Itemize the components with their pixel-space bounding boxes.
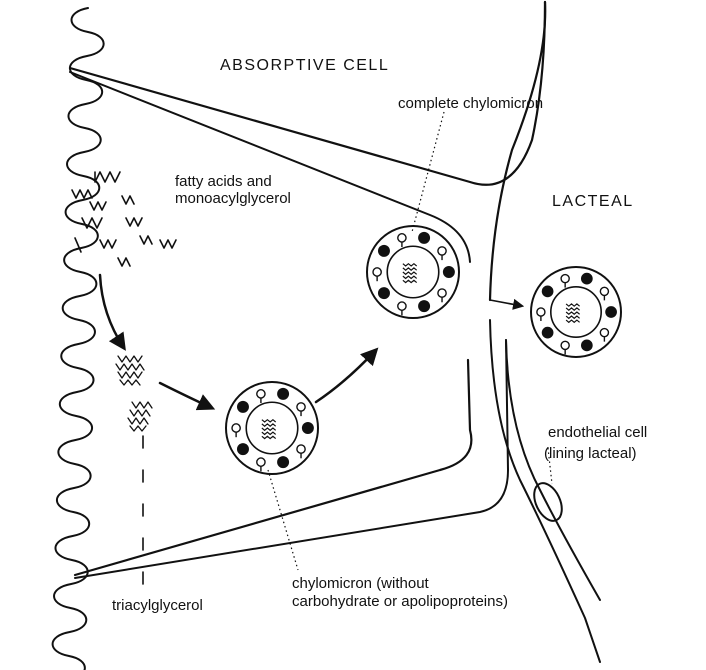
phospholipid-head <box>600 329 608 337</box>
apolipoprotein <box>237 443 249 455</box>
apolipoprotein <box>277 388 289 400</box>
apolipoprotein <box>277 456 289 468</box>
leader-line-chylomicron <box>268 470 298 570</box>
core-lipid-mark <box>403 268 417 270</box>
arrow-chylomicron-to-complete-chylomicron <box>316 350 376 402</box>
apolipoprotein <box>581 340 593 352</box>
chylomicron-without-apoproteins <box>226 382 318 474</box>
absorptive-cell-upper-membrane <box>70 2 545 185</box>
core-lipid-mark <box>566 304 580 306</box>
phospholipid-head <box>600 287 608 295</box>
arrow-fatty-acids-to-triacylglycerol <box>100 275 124 348</box>
phospholipid-head <box>232 424 240 432</box>
phospholipid-head <box>537 308 545 316</box>
phospholipid-head <box>438 247 446 255</box>
core-lipid-mark <box>566 316 580 318</box>
core-lipid-mark <box>262 428 276 430</box>
arrow-triacylglycerol-to-chylomicron <box>160 383 212 408</box>
core-lipid-mark <box>262 436 276 438</box>
apolipoprotein <box>605 306 617 318</box>
triacylglycerol-droplet-1 <box>116 356 144 385</box>
phospholipid-head <box>561 275 569 283</box>
phospholipid-head <box>373 268 381 276</box>
lacteal-wall-left <box>490 2 545 300</box>
phospholipid-head <box>561 341 569 349</box>
label-lining-lacteal: (lining lacteal) <box>544 445 637 462</box>
endothelial-cell <box>529 479 568 525</box>
core-lipid-mark <box>403 272 417 274</box>
fatty-acid-molecules <box>72 172 176 266</box>
label-complete-chylomicron: complete chylomicron <box>398 95 543 112</box>
phospholipid-head <box>297 445 305 453</box>
apolipoprotein <box>418 232 430 244</box>
core-lipid-mark <box>262 432 276 434</box>
label-lacteal: LACTEAL <box>552 193 634 210</box>
apolipoprotein <box>443 266 455 278</box>
core-lipid-mark <box>566 308 580 310</box>
apolipoprotein <box>378 287 390 299</box>
label-endothelial-cell: endothelial cell <box>548 424 647 441</box>
phospholipid-head <box>398 302 406 310</box>
title-absorptive-cell: ABSORPTIVE CELL <box>220 57 389 74</box>
chylomicron-in-lacteal <box>531 267 621 357</box>
triacylglycerol-droplet-2 <box>128 402 152 431</box>
complete-chylomicron-in-cell <box>367 226 459 318</box>
core-lipid-mark <box>566 312 580 314</box>
arrow-exocytosis-to-lacteal <box>490 300 522 306</box>
apolipoprotein <box>542 286 554 298</box>
apolipoprotein <box>237 401 249 413</box>
core-lipid-mark <box>566 320 580 322</box>
core-lipid-mark <box>403 280 417 282</box>
phospholipid-head <box>438 289 446 297</box>
label-chylomicron-detail: carbohydrate or apolipoproteins) <box>292 593 508 610</box>
label-chylomicron: chylomicron (without <box>292 575 430 592</box>
phospholipid-head <box>257 458 265 466</box>
core-lipid-mark <box>403 264 417 266</box>
apolipoprotein <box>581 273 593 285</box>
apolipoprotein <box>302 422 314 434</box>
label-fatty-acids: fatty acids and <box>175 173 272 190</box>
label-triacylglycerol: triacylglycerol <box>112 597 203 614</box>
phospholipid-head <box>398 234 406 242</box>
absorptive-cell-lower-membrane <box>75 360 471 575</box>
phospholipid-head <box>257 390 265 398</box>
label-monoacylglycerol: monoacylglycerol <box>175 190 291 207</box>
lacteal-wall-inner <box>506 340 600 600</box>
apolipoprotein <box>378 245 390 257</box>
apolipoprotein <box>418 300 430 312</box>
core-lipid-mark <box>262 420 276 422</box>
core-lipid-mark <box>403 276 417 278</box>
phospholipid-head <box>297 403 305 411</box>
microvilli-brush-border <box>53 8 104 670</box>
core-lipid-mark <box>262 424 276 426</box>
apolipoprotein <box>542 327 554 339</box>
